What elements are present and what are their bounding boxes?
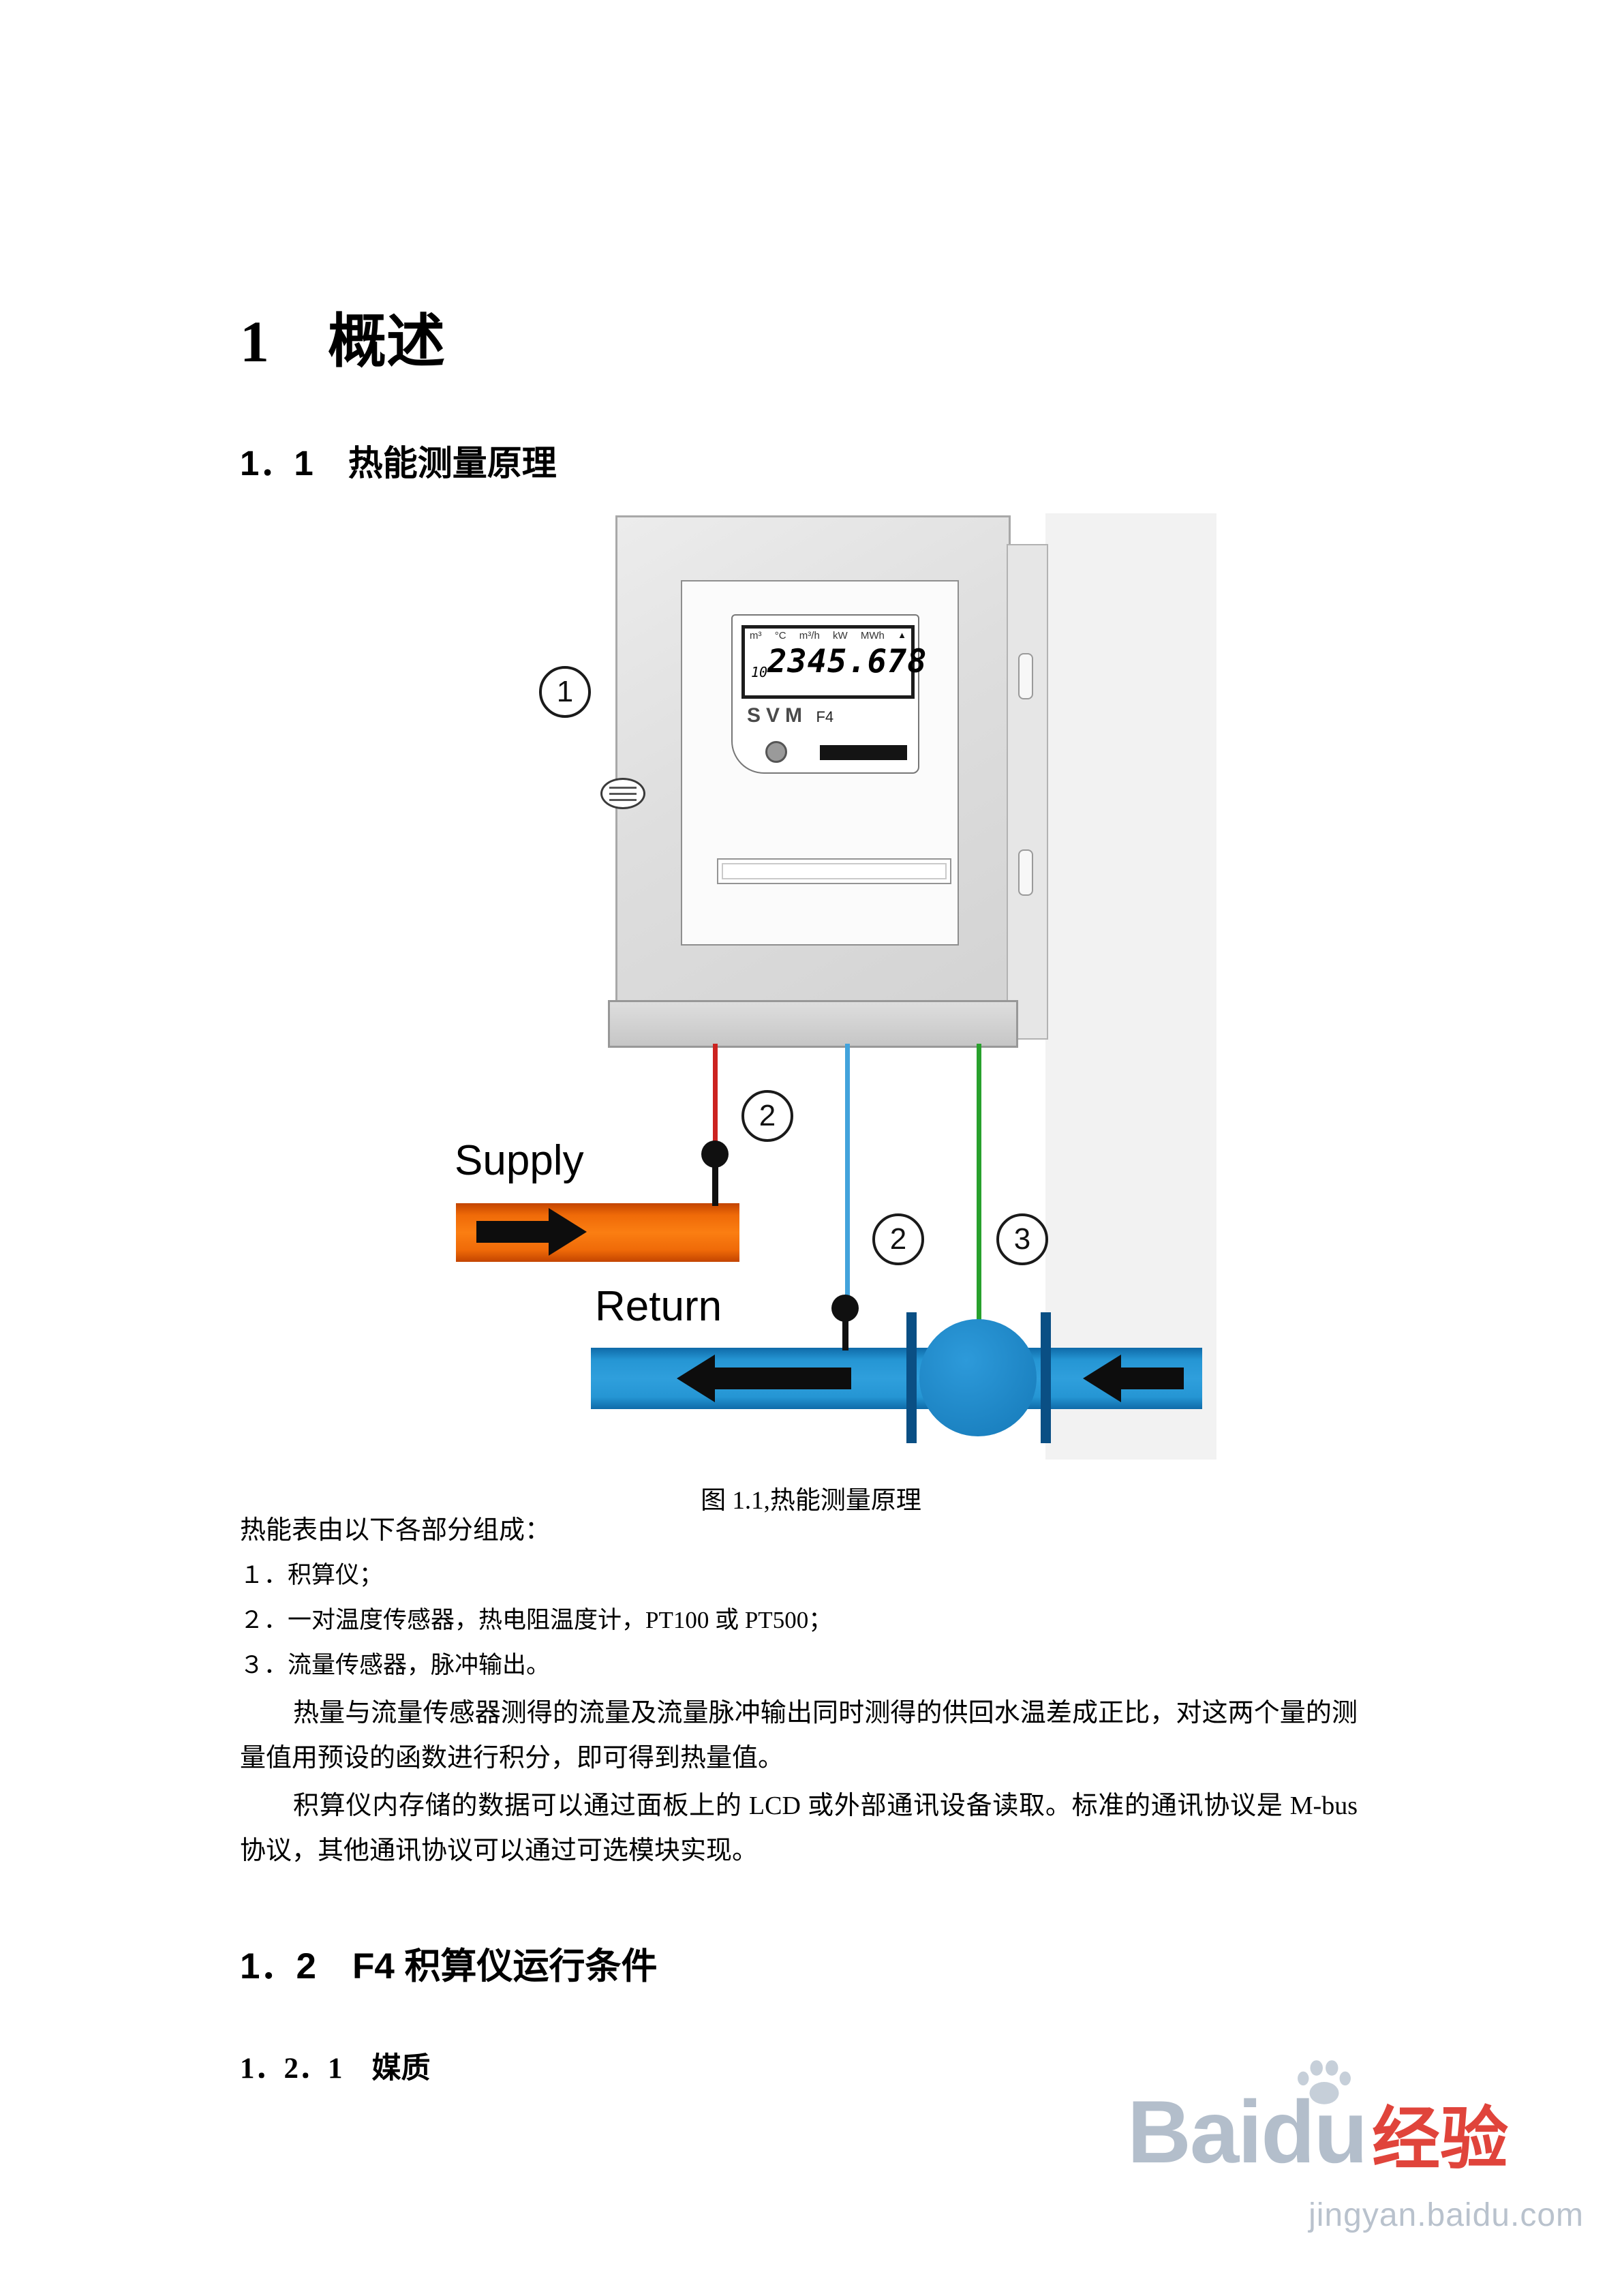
component-list-item-3: ３．流量传感器，脉冲输出。 <box>240 1652 551 1678</box>
arrow-shaft <box>476 1221 549 1243</box>
body-intro: 热能表由以下各部分组成： <box>240 1516 551 1545</box>
door-lower-slot <box>717 858 951 884</box>
meter-ir-window <box>820 745 907 760</box>
temperature-sensor-supply-stem <box>712 1164 718 1206</box>
meter-button <box>765 741 787 763</box>
hinge-icon <box>1018 653 1033 699</box>
cabinet-hinge-strip <box>1007 544 1048 1040</box>
buzzer-grille-line <box>609 786 637 789</box>
lcd-register-number: 10 <box>751 664 768 680</box>
buzzer-grille-line <box>609 792 637 795</box>
callout-number: 3 <box>1013 1222 1031 1256</box>
body-paragraph-1: 热量与流量传感器测得的流量及流量脉冲输出同时测得的供回水温差成正比，对这两个量的… <box>240 1699 1358 1772</box>
watermark-jingyan-text: 经验 <box>1372 2101 1509 2177</box>
temperature-sensor-return-stem <box>842 1318 848 1350</box>
section-1-1-title: 1．1 热能测量原理 <box>240 444 557 483</box>
arrow-head <box>677 1355 715 1402</box>
callout-number: 2 <box>759 1099 776 1132</box>
lcd-unit: m³/h <box>799 630 820 641</box>
supply-label: Supply <box>455 1137 584 1184</box>
flow-arrow-left-icon <box>677 1355 851 1402</box>
supply-sensor-wire <box>713 1044 718 1145</box>
figure-backdrop <box>1045 513 1216 1460</box>
buzzer-icon <box>600 778 645 809</box>
figure-1-1: m³ °C m³/h kW MWh ▲ 10 2345.678 SVM F4 <box>406 508 1216 1461</box>
component-list-item-1: １．积算仪； <box>240 1562 384 1588</box>
return-sensor-wire <box>845 1044 850 1297</box>
integrator-display-module: m³ °C m³/h kW MWh ▲ 10 2345.678 SVM F4 <box>731 614 926 774</box>
flow-arrow-right-icon <box>476 1208 587 1256</box>
arrow-shaft <box>1121 1368 1184 1389</box>
return-label: Return <box>595 1283 722 1330</box>
hinge-icon <box>1018 849 1033 896</box>
arrow-head <box>1083 1355 1121 1402</box>
lcd-unit: m³ <box>750 630 762 641</box>
component-list-item-2: ２．一对温度传感器，热电阻温度计，PT100 或 PT500； <box>240 1607 833 1633</box>
baidu-jingyan-watermark: Baidu 经验 jingyan.baidu.com <box>1124 2060 1588 2258</box>
lcd-display: m³ °C m³/h kW MWh ▲ 10 2345.678 <box>741 625 926 699</box>
flow-sensor-flange <box>906 1312 917 1443</box>
model-f4-label: F4 <box>816 708 834 725</box>
callout-2-return-sensor: 2 <box>872 1213 924 1265</box>
flow-sensor <box>919 1319 1037 1436</box>
flow-sensor-flange <box>1041 1312 1051 1443</box>
callout-number: 1 <box>556 675 574 708</box>
lcd-unit: °C <box>774 630 786 641</box>
watermark-brand: Baidu 经验 <box>1127 2081 1508 2183</box>
lcd-unit: MWh <box>860 630 885 641</box>
watermark-baidu-text: Baidu <box>1127 2082 1368 2181</box>
callout-3-flow-sensor: 3 <box>996 1213 1048 1265</box>
flow-arrow-left-icon <box>1083 1355 1184 1402</box>
callout-number: 2 <box>889 1222 907 1256</box>
callout-2-supply-sensor: 2 <box>741 1090 793 1142</box>
lcd-marker-icon: ▲ <box>898 630 906 640</box>
cabinet-bottom-rail <box>608 1000 1018 1048</box>
lcd-reading: 10 2345.678 <box>745 641 926 680</box>
temperature-sensor-supply <box>701 1141 729 1168</box>
callout-1-integrator: 1 <box>539 666 591 718</box>
paw-icon <box>1298 2060 1351 2104</box>
body-text: 热能表由以下各部分组成： １．积算仪； ２．一对温度传感器，热电阻温度计，PT1… <box>240 1508 1358 1873</box>
lcd-unit: kW <box>833 630 848 641</box>
arrow-head <box>549 1208 587 1256</box>
section-1-2-title: 1．2 F4 积算仪运行条件 <box>240 1946 658 1987</box>
lcd-value: 2345.678 <box>767 643 928 680</box>
section-1-2-1-title: 1．2．1 媒质 <box>240 2053 431 2085</box>
temperature-sensor-return <box>831 1295 859 1322</box>
buzzer-grille-line <box>609 798 637 801</box>
chapter-title: 1 概述 <box>240 308 445 374</box>
figure-caption: 图 1.1,热能测量原理 <box>701 1487 921 1515</box>
lcd-units-row: m³ °C m³/h kW MWh ▲ <box>745 629 911 641</box>
arrow-shaft <box>715 1368 851 1389</box>
watermark-url: jingyan.baidu.com <box>1309 2197 1584 2233</box>
brand-svm-label: SVM <box>747 704 808 727</box>
body-paragraph-2: 积算仪内存储的数据可以通过面板上的 LCD 或外部通讯设备读取。标准的通讯协议是… <box>240 1792 1358 1865</box>
flow-sensor-wire <box>977 1044 981 1335</box>
meter-brand-row: SVM F4 <box>747 704 833 727</box>
